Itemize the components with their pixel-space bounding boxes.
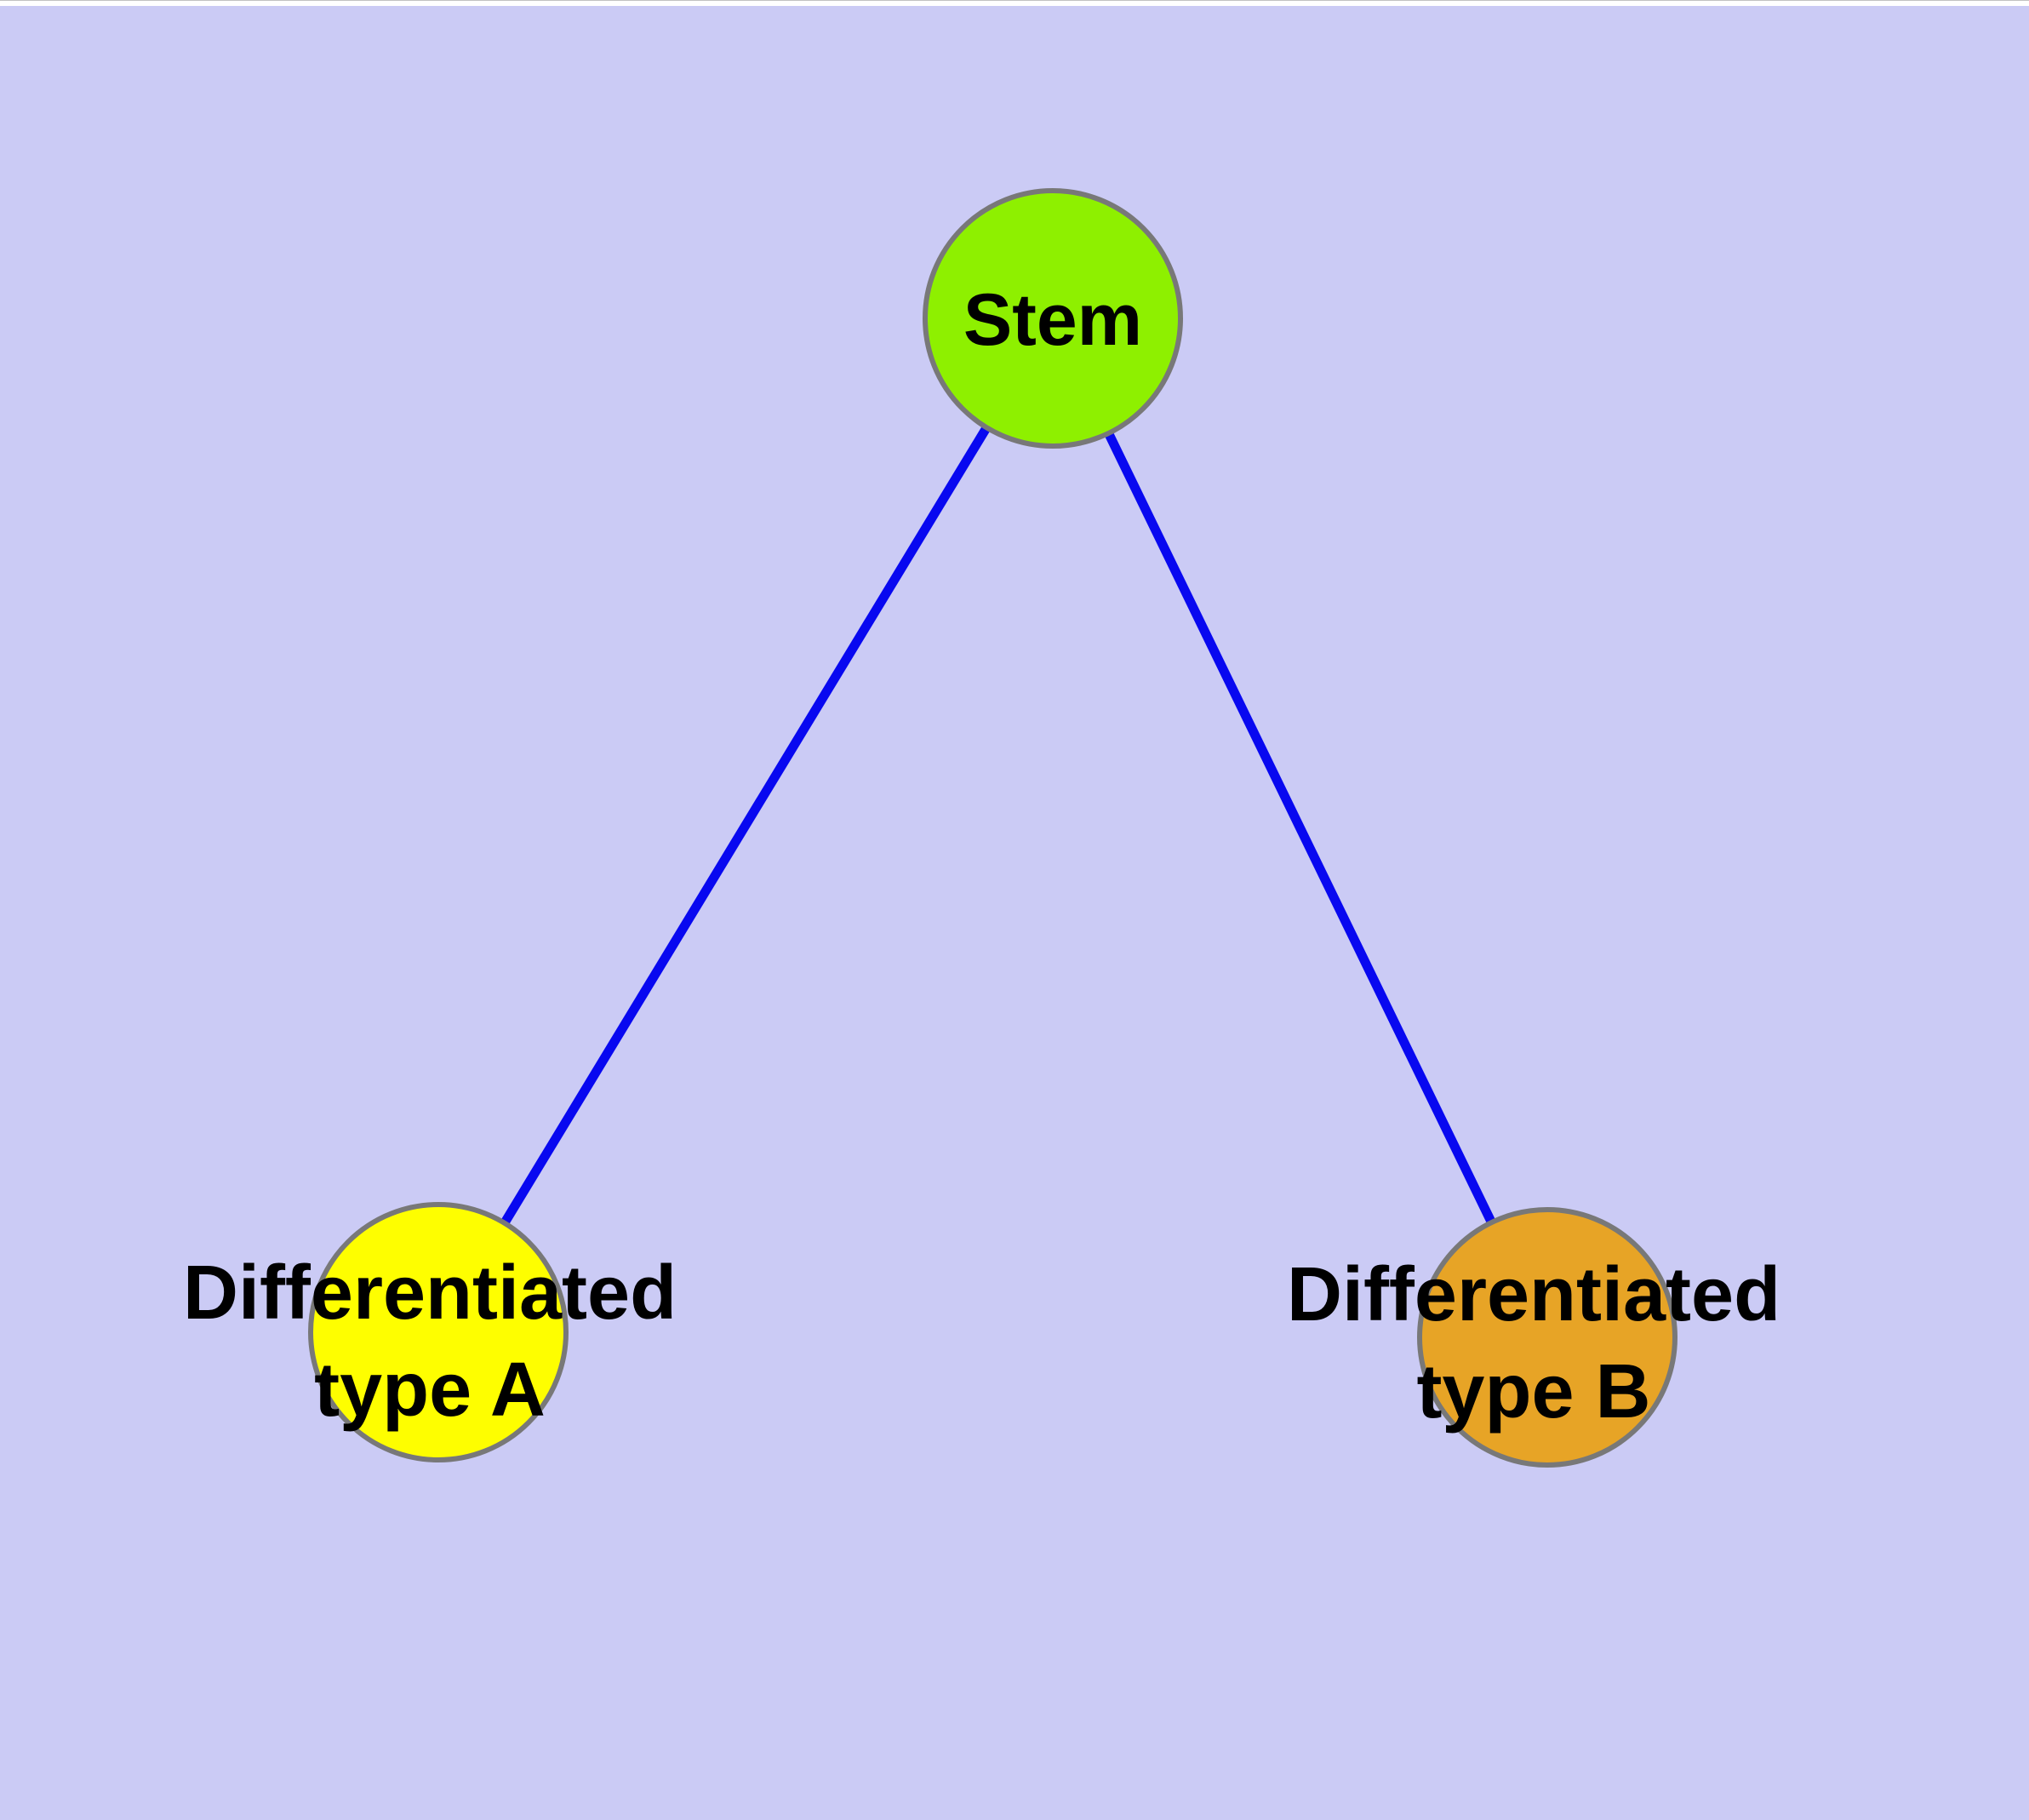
- node-type-b-label-line-1: Differentiated: [1286, 1252, 1781, 1337]
- node-type-b-label-line-2: type B: [1416, 1349, 1651, 1434]
- node-type-a-label: Differentiated type A: [183, 1245, 677, 1439]
- node-stem-label: Stem: [963, 279, 1143, 361]
- edge-stem-to-type-b: [1049, 316, 1552, 1340]
- node-type-b-label: Differentiated type B: [1287, 1246, 1780, 1440]
- node-type-a-label-line-1: Differentiated: [182, 1251, 677, 1336]
- top-margin-strip: [0, 0, 2029, 6]
- node-differentiated-type-a: [308, 1202, 569, 1462]
- edge-stem-to-type-a: [434, 316, 1057, 1335]
- node-type-a-label-line-2: type A: [314, 1348, 546, 1433]
- node-stem: [923, 188, 1183, 449]
- node-differentiated-type-b: [1417, 1207, 1677, 1468]
